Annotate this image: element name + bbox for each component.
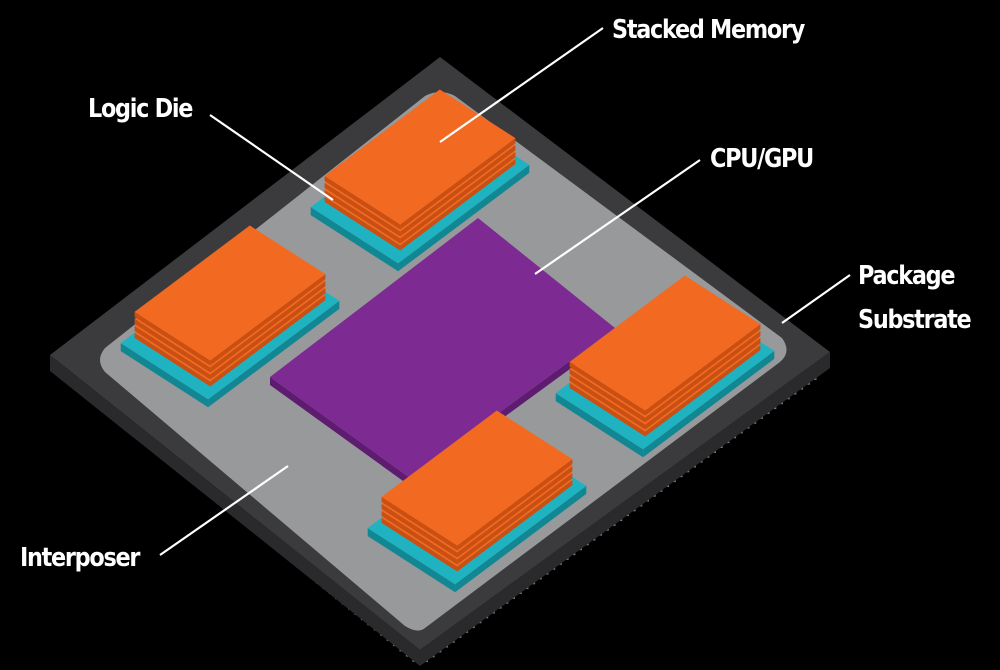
leader-line-cpu-gpu: [534, 159, 701, 275]
memory-stacks: [120, 89, 775, 593]
memory-layer-front: [210, 274, 326, 366]
leader-line-stacked-memory: [439, 27, 604, 143]
memory-layer-front: [400, 145, 516, 237]
logic-die-side: [555, 393, 644, 458]
label-package-substrate: Package Substrate: [858, 254, 972, 342]
logic-die-front: [455, 485, 587, 593]
memory-layer-side: [381, 510, 458, 565]
memory-layer-side: [324, 182, 401, 237]
memory-layer: [569, 275, 761, 411]
label-package-substrate-line1: Package: [858, 261, 956, 291]
memory-layer-side: [134, 311, 211, 366]
label-logic-die: Logic Die: [88, 94, 193, 124]
memory-layer-side: [381, 496, 458, 551]
memory-layer-side: [324, 175, 401, 230]
memory-layer-front: [645, 338, 761, 430]
memory-layer-front: [457, 473, 573, 565]
leader-line-interposer: [159, 465, 289, 556]
cpu-gpu-die: [270, 218, 615, 478]
memory-layer-side: [569, 375, 646, 430]
memory-layer: [381, 410, 573, 546]
leader-line-package-substrate: [781, 274, 851, 324]
memory-layer-side: [324, 196, 401, 251]
memory-layer-front: [400, 152, 516, 244]
memory-layer-front: [210, 295, 326, 387]
logic-die-front: [643, 350, 775, 458]
logic-die-front: [208, 300, 340, 408]
logic-die-side: [310, 207, 399, 272]
leader-line-logic-die: [209, 114, 334, 201]
cpu-gpu-die-side: [270, 328, 615, 486]
memory-layer-side: [569, 368, 646, 423]
memory-layer-side: [381, 503, 458, 558]
memory-layer-side: [324, 189, 401, 244]
memory-layer-side: [134, 318, 211, 373]
memory-layer-side: [569, 382, 646, 437]
memory-layer-front: [457, 480, 573, 572]
label-interposer: Interposer: [20, 543, 140, 573]
memory-layer-front: [645, 324, 761, 416]
memory-layer-front: [457, 459, 573, 551]
memory-layer: [134, 225, 326, 361]
logic-die-side: [120, 343, 209, 408]
memory-layer-side: [134, 325, 211, 380]
logic-die-front: [398, 164, 530, 272]
label-package-substrate-line2: Substrate: [858, 305, 972, 335]
memory-layer-front: [645, 345, 761, 437]
logic-die-side: [367, 528, 456, 593]
memory-layer-side: [381, 517, 458, 572]
memory-layer-front: [400, 138, 516, 230]
label-cpu-gpu: CPU/GPU: [710, 144, 814, 174]
memory-layer-front: [457, 466, 573, 558]
memory-layer-front: [210, 288, 326, 380]
memory-layer-front: [400, 159, 516, 251]
label-stacked-memory: Stacked Memory: [612, 15, 805, 45]
memory-layer-side: [569, 361, 646, 416]
memory-layer-side: [134, 332, 211, 387]
memory-layer-front: [645, 331, 761, 423]
leader-lines: [159, 27, 851, 556]
memory-layer-front: [210, 281, 326, 373]
